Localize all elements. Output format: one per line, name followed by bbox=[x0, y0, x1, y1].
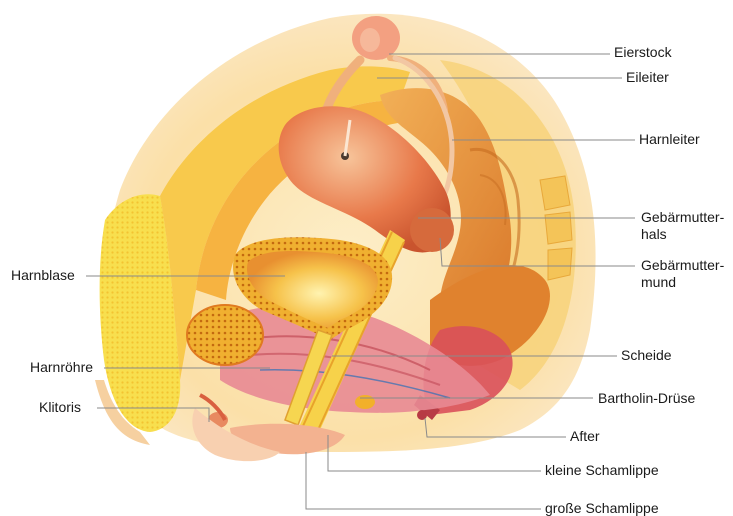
pubic-bone bbox=[187, 305, 263, 365]
label-scheide: Scheide bbox=[621, 347, 672, 364]
label-klitoris: Klitoris bbox=[39, 399, 81, 416]
label-gebaermutterhals-line2: hals bbox=[641, 226, 667, 243]
label-harnblase: Harnblase bbox=[11, 267, 75, 284]
label-harnroehre: Harnröhre bbox=[30, 359, 93, 376]
label-gebaermuttermund-line2: mund bbox=[641, 274, 676, 291]
label-gebaermutterhals-line1: Gebärmutter- bbox=[641, 209, 724, 226]
label-after: After bbox=[570, 428, 600, 445]
label-kleine-schamlippe: kleine Schamlippe bbox=[545, 462, 659, 479]
label-harnleiter: Harnleiter bbox=[639, 131, 700, 148]
label-grosse-schamlippe: große Schamlippe bbox=[545, 500, 659, 516]
label-gebaermuttermund-line1: Gebärmutter- bbox=[641, 257, 724, 274]
label-eierstock: Eierstock bbox=[614, 44, 672, 61]
label-eileiter: Eileiter bbox=[626, 69, 669, 86]
bartholin-gland bbox=[355, 395, 375, 409]
label-bartholin-druese: Bartholin-Drüse bbox=[598, 390, 695, 407]
